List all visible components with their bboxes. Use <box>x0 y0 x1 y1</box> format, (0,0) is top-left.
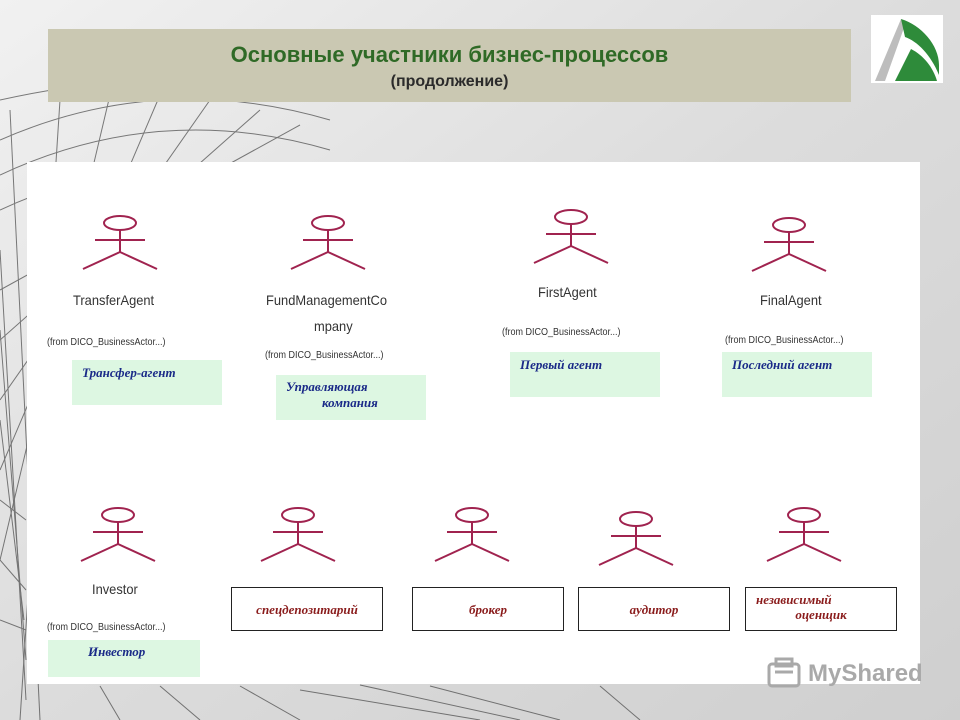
actor-icon <box>427 506 517 572</box>
actor-name-fundmanagement-line2: mpany <box>314 318 353 334</box>
actor-icon <box>526 208 616 274</box>
actor-name-firstagent: FirstAgent <box>538 284 597 300</box>
actor-from-note: (from DICO_BusinessActor...) <box>47 337 166 348</box>
actor-name-investor: Investor <box>92 581 138 597</box>
role-text-line2: компания <box>322 395 378 410</box>
role-label-management-company: Управляющая компания <box>276 375 426 420</box>
role-label-final-agent: Последний агент <box>722 352 872 397</box>
role-box-special-depository: спецдепозитарий <box>231 587 383 631</box>
watermark-text: MyShared <box>808 660 923 687</box>
role-label-transfer-agent: Трансфер-агент <box>72 360 222 405</box>
role-label-investor: Инвестор <box>48 640 200 677</box>
role-box-text-line1: независимый <box>756 592 832 607</box>
role-text: Первый агент <box>520 357 603 372</box>
actor-icon <box>283 214 373 280</box>
actor-icon <box>591 510 681 576</box>
actor-icon <box>75 214 165 280</box>
role-text: Последний агент <box>732 357 833 372</box>
actor-from-note: (from DICO_BusinessActor...) <box>725 335 844 346</box>
actor-from-note: (from DICO_BusinessActor...) <box>265 350 384 361</box>
role-box-auditor: аудитор <box>578 587 730 631</box>
role-box-text: спецдепозитарий <box>256 602 358 617</box>
role-box-text: брокер <box>469 602 507 617</box>
role-box-text-line2: оценщик <box>795 607 847 622</box>
role-box-text: аудитор <box>629 602 679 617</box>
actor-from-note: (from DICO_BusinessActor...) <box>47 622 166 633</box>
myshared-logo-icon <box>767 657 801 688</box>
actor-from-note: (from DICO_BusinessActor...) <box>502 327 621 338</box>
role-text-line1: Управляющая <box>286 379 368 394</box>
actor-icon <box>73 506 163 572</box>
role-box-independent-appraiser: независимый оценщик <box>745 587 897 631</box>
actor-name-finalagent: FinalAgent <box>760 292 822 308</box>
myshared-watermark: MyShared <box>766 656 923 692</box>
actor-name-fundmanagement-line1: FundManagementCo <box>266 292 388 308</box>
title-bar: Основные участники бизнес-процессов (про… <box>48 29 851 102</box>
company-logo-icon <box>871 15 943 83</box>
role-text: Инвестор <box>88 644 146 659</box>
actor-icon <box>744 216 834 282</box>
actor-icon <box>759 506 849 572</box>
role-label-first-agent: Первый агент <box>510 352 660 397</box>
slide-title: Основные участники бизнес-процессов <box>230 42 669 67</box>
slide-subtitle: (продолжение) <box>390 73 509 90</box>
actor-icon <box>253 506 343 572</box>
role-box-broker: брокер <box>412 587 564 631</box>
role-text: Трансфер-агент <box>82 365 176 380</box>
actor-name-transferagent: TransferAgent <box>73 292 155 308</box>
